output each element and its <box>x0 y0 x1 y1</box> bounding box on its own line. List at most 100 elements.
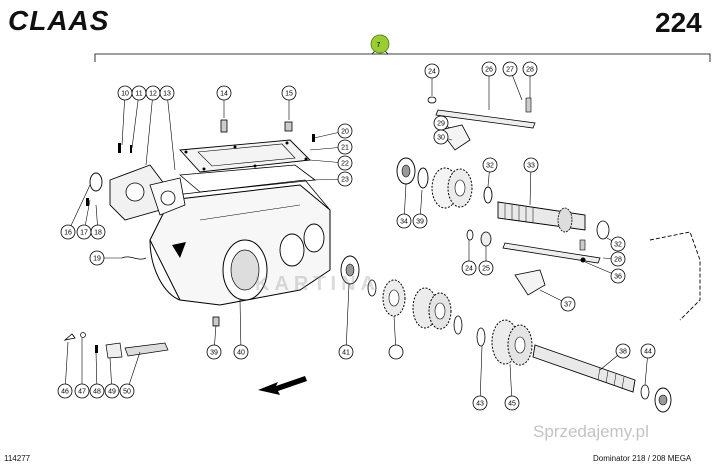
callout-part-number: 44 <box>644 349 652 356</box>
callout-bubble <box>206 344 222 360</box>
callout-bubble <box>90 224 106 240</box>
detent-spring <box>579 239 586 251</box>
snap-ring-39 <box>367 279 377 297</box>
left-flange-assembly <box>86 143 186 221</box>
callout-bubble <box>610 268 626 284</box>
callout-bubble <box>159 85 175 101</box>
callout-part-number: 21 <box>341 145 349 152</box>
callout-leader <box>64 341 69 392</box>
callout-bubble <box>119 383 135 399</box>
callout-bubble <box>89 250 105 266</box>
bearing-43 <box>340 255 360 285</box>
key-bar <box>124 342 169 357</box>
callout-bubble <box>522 61 538 77</box>
section-marker-label: 7 <box>377 42 381 49</box>
small-ring <box>80 332 86 338</box>
callout-bubble <box>523 157 539 173</box>
callout-bubble <box>433 129 449 145</box>
callout-part-number: 41 <box>342 350 350 357</box>
callout-bubble <box>74 383 90 399</box>
callout-bubble <box>337 155 353 171</box>
callout-leader <box>166 92 176 171</box>
callout-bubble <box>337 139 353 155</box>
callout-bubble <box>472 395 488 411</box>
callout-part-number: 36 <box>614 274 622 281</box>
callout-bubble <box>337 171 353 187</box>
snap-ring-39b <box>640 384 650 400</box>
section-bracket <box>94 53 711 62</box>
callout-part-number: 15 <box>285 91 293 98</box>
retainer-plate <box>105 342 123 359</box>
callout-part-number: 24 <box>428 69 436 76</box>
page-number: 224 <box>655 7 702 38</box>
callout-part-number: 38 <box>619 349 627 356</box>
callout-leader <box>131 92 140 149</box>
callout-part-number: 17 <box>80 230 88 237</box>
callout-part-number: 39 <box>416 219 424 226</box>
selector-rod-lower <box>502 242 601 264</box>
callout-part-number: 40 <box>237 350 245 357</box>
callout-part-number: 28 <box>526 67 534 74</box>
main-shaft-33 <box>497 201 586 233</box>
callout-bubble <box>337 123 353 139</box>
watermark-text: KARTINA <box>255 273 380 295</box>
breather-stud <box>220 119 228 133</box>
callout-part-number: 23 <box>341 177 349 184</box>
wire-clip <box>121 256 147 260</box>
callout-bubble <box>396 213 412 229</box>
watermark-corner: Sprzedajemy.pl <box>533 422 649 441</box>
callout-part-number: 47 <box>78 389 86 396</box>
callout-bubble <box>610 251 626 267</box>
callout-part-number: 25 <box>482 266 490 273</box>
gear-44 <box>382 279 406 317</box>
callout-part-number: 20 <box>341 129 349 136</box>
footer-doc-code: 114277 <box>4 454 31 463</box>
small-pin <box>95 345 98 353</box>
callout-part-number: 26 <box>485 67 493 74</box>
callout-part-number: 48 <box>93 389 101 396</box>
callout-part-number: 34 <box>400 219 408 226</box>
callout-bubble <box>338 344 354 360</box>
bearing-40 <box>654 387 672 413</box>
callout-leader <box>479 345 483 404</box>
callout-part-number: 16 <box>64 230 72 237</box>
callout-bubble <box>560 296 576 312</box>
callout-part-number: 28 <box>614 257 622 264</box>
bushing-25 <box>480 231 492 247</box>
gear-45 <box>412 287 452 330</box>
callout-bubble <box>216 85 232 101</box>
callout-bubble <box>104 383 120 399</box>
callout-bubble <box>502 61 518 77</box>
callout-part-number: 18 <box>94 230 102 237</box>
callout-leader <box>345 283 350 353</box>
footer-model: Dominator 218 / 208 MEGA <box>593 454 692 463</box>
callout-part-number: 24 <box>465 266 473 273</box>
cover-plate <box>179 139 311 173</box>
callout-part-number: 29 <box>437 121 445 128</box>
snap-ring-46a <box>453 315 463 335</box>
callout-bubble <box>478 260 494 276</box>
callout-bubble <box>233 344 249 360</box>
gear-47 <box>491 319 533 366</box>
callout-part-number: 14 <box>220 91 228 98</box>
callout-part-number: 33 <box>527 163 535 170</box>
small-washer <box>63 333 76 341</box>
callout-part-number: 32 <box>614 242 622 249</box>
section-marker-icon <box>370 34 390 54</box>
callout-bubble <box>610 236 626 252</box>
shift-fork-lower <box>514 269 546 296</box>
callout-bubble <box>615 343 631 359</box>
callout-bubble <box>60 224 76 240</box>
callout-bubble <box>482 157 498 173</box>
callout-bubble <box>640 343 656 359</box>
gear-35 <box>431 167 473 209</box>
snap-ring-46 <box>476 327 486 347</box>
callout-bubble <box>481 61 497 77</box>
callout-part-number: 49 <box>108 389 116 396</box>
snap-ring <box>417 167 429 189</box>
housing-arrow-mark <box>172 242 186 258</box>
bearing-34 <box>396 157 416 185</box>
callout-part-number: 46 <box>61 389 69 396</box>
shift-fork-upper <box>439 124 471 151</box>
